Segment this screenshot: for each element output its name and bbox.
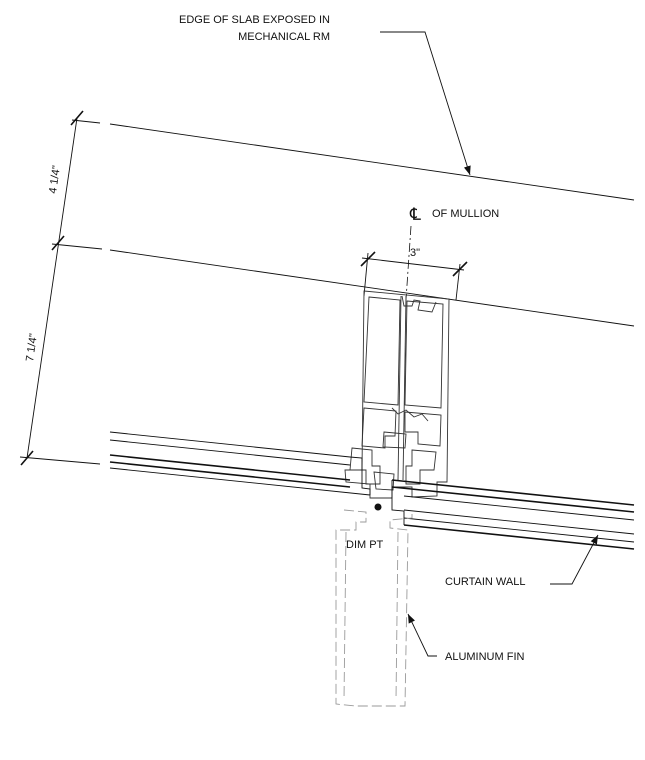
glass-left-line-4	[109, 461, 351, 488]
pressure-plate	[373, 471, 395, 491]
glass-left-edge-seal	[349, 456, 371, 495]
dim-lower-depth-text: 7 1/4"	[24, 333, 40, 363]
mullion-split-right	[402, 295, 407, 481]
slab-lines	[109, 123, 635, 327]
dim-point-label: DIM PT	[346, 539, 384, 551]
glazing-pocket-right	[405, 449, 437, 485]
mullion-split-left	[397, 295, 402, 481]
glass-left-line-3	[109, 454, 351, 481]
tick-bottom	[20, 450, 34, 466]
glazing-unit-left	[109, 431, 371, 496]
glass-right-line-4	[403, 509, 635, 535]
mullion-mid-clip	[391, 407, 429, 422]
slab-inner-line	[109, 249, 635, 327]
thermal-break	[382, 431, 407, 449]
mullion-left-lower-chamber	[361, 407, 397, 449]
slab-edge-label-line2: MECHANICAL RM	[238, 31, 330, 43]
mullion-centerline-label: OF MULLION	[432, 208, 499, 220]
glass-left-line-1	[109, 431, 351, 458]
glass-right-line-1	[391, 479, 635, 506]
glass-right-line-2	[391, 486, 635, 513]
aluminum-fin-inner-left	[343, 531, 347, 701]
glass-right-line-6	[403, 524, 635, 550]
mullion-profile	[344, 290, 450, 499]
mullion-right-chamber	[404, 300, 444, 409]
centerline-symbol: ℄	[409, 205, 421, 224]
dim-line-horizontal	[361, 257, 465, 271]
mullion-top-clip	[401, 295, 437, 313]
tick-mid	[51, 235, 65, 251]
left-dimension-string	[19, 110, 103, 466]
tick-top	[70, 110, 84, 126]
glass-right-edge-seal	[391, 480, 405, 525]
tick-right	[452, 261, 468, 277]
mullion-centerline	[405, 225, 412, 301]
curtain-wall-leader	[550, 534, 599, 585]
aluminum-fin-leader	[407, 613, 437, 657]
extension-line-mid	[51, 243, 103, 250]
slab-edge-label-line1: EDGE OF SLAB EXPOSED IN	[179, 14, 330, 26]
slab-edge-line	[109, 123, 635, 201]
mullion-width-dimension	[360, 251, 468, 301]
glass-right-line-3	[403, 495, 635, 521]
aluminum-fin-inner-right	[395, 531, 399, 701]
glazing-unit-right	[391, 479, 635, 550]
aluminum-fin-outline	[335, 509, 413, 707]
curtain-wall-label: CURTAIN WALL	[445, 576, 525, 588]
dim-mullion-width-text: 3"	[410, 247, 420, 259]
mullion-left-chamber	[363, 296, 401, 406]
glazing-pocket-left	[349, 447, 381, 485]
glass-left-line-2	[109, 439, 351, 466]
slab-edge-leader	[380, 31, 471, 176]
mullion-outer-outline	[344, 290, 450, 499]
dim-upper-depth-text: 4 1/4"	[47, 165, 63, 195]
mullion-right-lower-chamber	[404, 411, 442, 447]
dim-line-vertical	[26, 117, 78, 459]
extension-line-bottom	[19, 456, 101, 465]
glass-left-line-5	[109, 467, 371, 496]
aluminum-fin	[335, 509, 413, 707]
tick-left	[360, 251, 376, 267]
dim-point-marker	[374, 503, 382, 511]
extension-line-top	[71, 119, 101, 124]
aluminum-fin-label: ALUMINUM FIN	[445, 651, 525, 663]
